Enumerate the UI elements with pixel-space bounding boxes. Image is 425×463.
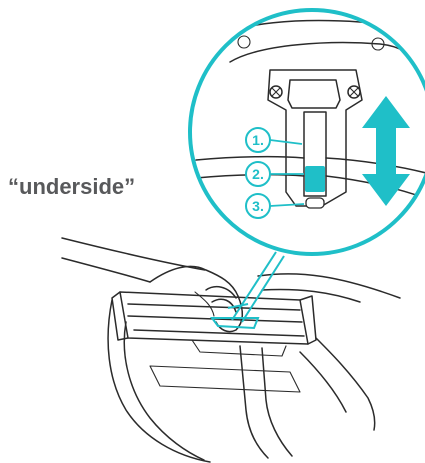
step-label-2: 2.	[252, 166, 264, 182]
step-marker-3: 3.	[245, 193, 305, 219]
double-headed-vertical-arrow-icon	[362, 96, 410, 206]
underside-label: “underside”	[8, 174, 135, 199]
callout-connector	[231, 251, 285, 323]
step-label-3: 3.	[252, 198, 264, 214]
step-marker-2: 2.	[245, 161, 304, 187]
step-markers: 1. 2. 3.	[245, 127, 305, 219]
printer-illustration	[61, 237, 401, 463]
zoom-circle	[188, 8, 425, 256]
step-marker-1: 1.	[245, 127, 303, 153]
step-label-1: 1.	[252, 132, 264, 148]
